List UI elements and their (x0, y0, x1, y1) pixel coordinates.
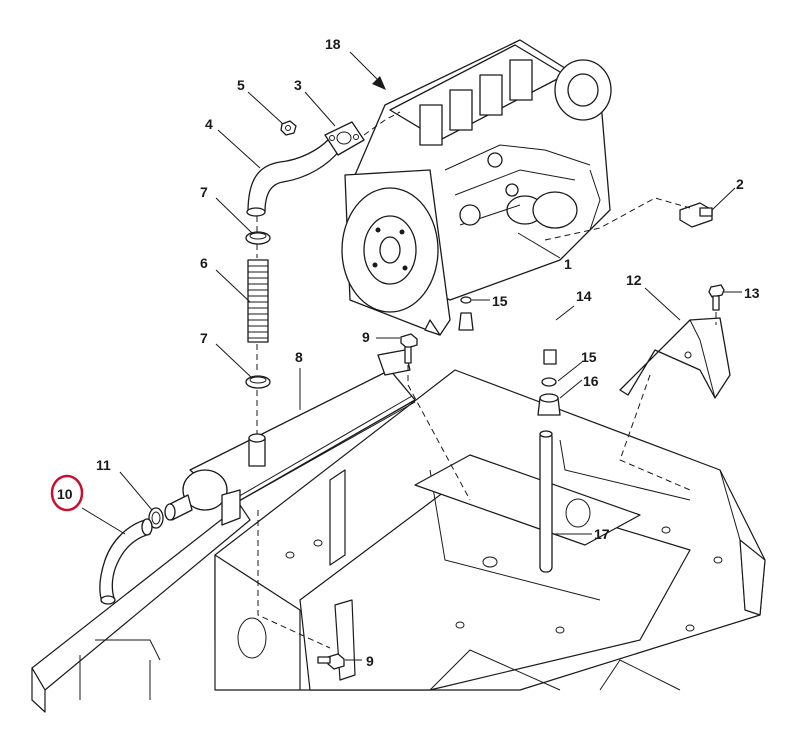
side-bolt (708, 284, 725, 298)
callout-4: 4 (205, 116, 213, 132)
callout-10-highlight-ring (50, 474, 84, 512)
flex-bellows (247, 259, 269, 343)
callout-12: 12 (626, 272, 642, 288)
flex-pipe-assembly (245, 231, 271, 436)
callout-7-lower: 7 (200, 330, 208, 346)
callout-17: 17 (594, 526, 610, 542)
breather-hose (464, 316, 552, 364)
muffler (164, 349, 416, 526)
exhaust-elbow-pipe (247, 139, 341, 213)
frame-cutout (237, 617, 267, 659)
callout-1: 1 (564, 256, 572, 272)
upper-washer (460, 296, 472, 304)
callouts: 18 5 3 4 7 6 7 8 9 11 10 1 2 14 15 15 16… (50, 36, 760, 669)
callout-9-lower: 9 (366, 653, 374, 669)
callout-13: 13 (744, 285, 760, 301)
exhaust-pipe-assembly (246, 111, 401, 232)
callout-15-lower: 15 (581, 349, 597, 365)
lower-clamp (245, 375, 271, 389)
side-bracket (619, 284, 731, 491)
upper-bolt (400, 333, 418, 364)
callout-3: 3 (294, 77, 302, 93)
muffler-bracket (329, 469, 346, 566)
callout-7-upper: 7 (200, 184, 208, 200)
callout-2: 2 (736, 176, 744, 192)
callout-6: 6 (200, 255, 208, 271)
bolts (257, 333, 471, 670)
callout-14: 14 (576, 288, 592, 304)
lower-washer (541, 377, 557, 387)
lower-bolt (317, 653, 345, 670)
callout-18: 18 (325, 36, 341, 52)
tailpipe-clamp (148, 507, 164, 529)
chassis-frame (31, 369, 766, 713)
leader-lines (81, 51, 742, 661)
tailpipe-assembly (99, 507, 164, 605)
callout-11: 11 (96, 457, 111, 473)
upper-clamp (245, 231, 271, 245)
callout-9-upper: 9 (362, 329, 370, 345)
callout-15-upper: 15 (492, 293, 508, 309)
breather-tube-assembly (458, 296, 561, 573)
pressure-sensor (544, 197, 713, 241)
engine-assembly (341, 39, 612, 336)
callout-8: 8 (295, 349, 303, 365)
callout-5: 5 (237, 77, 245, 93)
breather-pipe (539, 431, 553, 573)
callout-16: 16 (583, 373, 599, 389)
callout-10: 10 (57, 486, 73, 502)
